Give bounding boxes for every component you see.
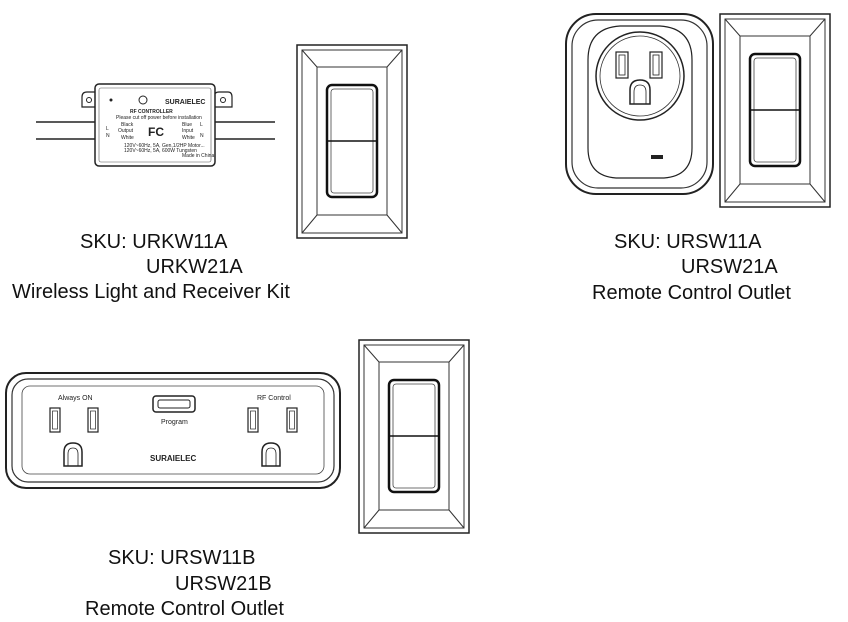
rf-left-bot: White	[121, 135, 134, 141]
rf-spec-2: 120V~60Hz, 5A, 600W Tungsten	[124, 148, 197, 154]
product-1-sku-line-2: URKW21A	[146, 256, 243, 278]
product-3-sku-line-1: SKU: URSW11B	[108, 546, 255, 570]
outlet-plate-brand: SURAIELEC	[150, 454, 196, 463]
rf-spec-1: 120V~60Hz, 5A, Gen,1/2HP Motor...	[124, 143, 205, 149]
rf-control-label: RF Control	[257, 395, 291, 402]
rf-controller-warning: Please cut off power before installation	[116, 115, 202, 121]
wall-switch-2-drawing	[718, 12, 832, 209]
always-on-label: Always ON	[58, 395, 93, 402]
wall-switch-1-drawing	[295, 43, 409, 240]
wall-switch-3-drawing	[357, 338, 471, 535]
rf-right-bot: White	[182, 135, 195, 141]
product-3-sku-line-2: URSW21B	[175, 573, 272, 595]
status-led-icon	[651, 155, 663, 159]
sku-label: SKU:	[614, 231, 661, 253]
sku-label: SKU:	[108, 547, 155, 569]
rf-controller-receiver-drawing: SURAIELEC RF CONTROLLER Please cut off p…	[36, 83, 275, 167]
rf-right-top: Blue	[182, 122, 192, 128]
product-2-sku-line-1: SKU: URSW11A	[614, 230, 761, 254]
program-label: Program	[161, 419, 188, 426]
product-2-description: Remote Control Outlet	[592, 282, 791, 304]
rf-made-in: Made in China	[182, 153, 214, 159]
rf-right-mid: Input	[182, 128, 194, 134]
rf-left-l: L	[106, 126, 109, 132]
sku-code: URSW11B	[160, 547, 256, 569]
rf-right-n: N	[200, 133, 204, 139]
rf-left-mid: Output	[118, 128, 134, 134]
sku-label: SKU:	[80, 231, 127, 253]
product-2-sku-line-2: URSW21A	[681, 256, 778, 278]
sku-code: URSW11A	[666, 231, 762, 253]
rf-left-n: N	[106, 133, 110, 139]
wall-outlet-plate-drawing: Always ON Program SURAIELEC RF Control	[5, 372, 341, 489]
rf-left-top: Black	[121, 122, 134, 128]
product-3-description: Remote Control Outlet	[85, 598, 284, 620]
sku-code: URKW11A	[132, 231, 228, 253]
product-1-description: Wireless Light and Receiver Kit	[12, 281, 290, 303]
product-1-sku-line-1: SKU: URKW11A	[80, 230, 227, 254]
program-button-icon	[152, 395, 196, 413]
rf-controller-title: RF CONTROLLER	[130, 109, 173, 115]
plug-in-outlet-drawing	[565, 13, 714, 195]
fc-mark-icon: FC	[148, 125, 164, 139]
rf-right-l: L	[200, 122, 203, 128]
rf-controller-brand: SURAIELEC	[165, 99, 205, 106]
